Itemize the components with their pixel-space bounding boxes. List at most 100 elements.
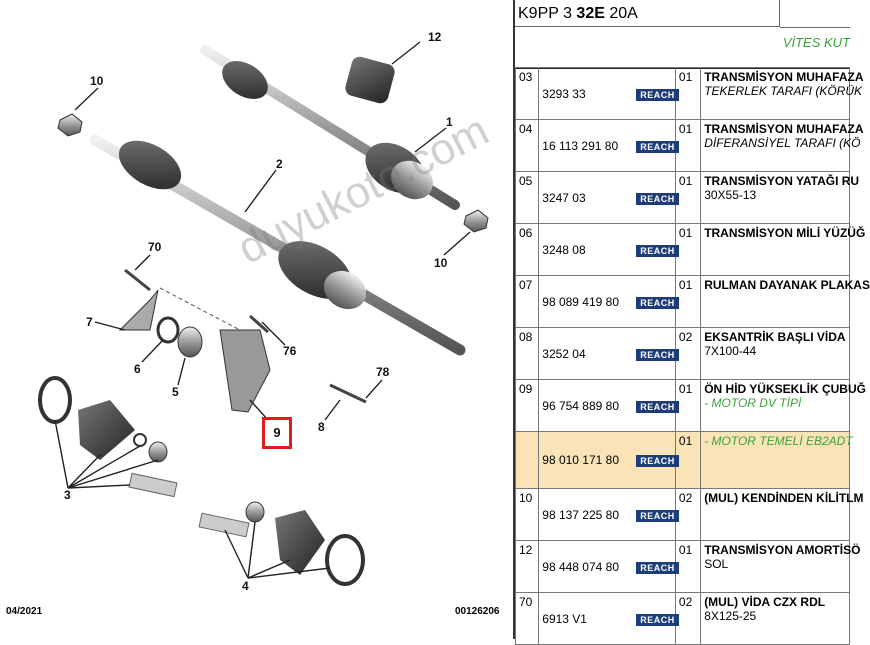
part-reference-cell[interactable]: 98 010 171 80 REACH <box>538 431 679 489</box>
reach-badge: REACH <box>636 140 679 153</box>
title-part-b: 32E <box>576 5 605 22</box>
row-number: 06 <box>514 223 540 276</box>
part-name: TRANSMİSYON MUHAFAZA <box>704 70 864 84</box>
part-reference[interactable]: 98 448 074 80 <box>542 559 620 574</box>
reach-badge: REACH <box>636 192 679 205</box>
reach-badge: REACH <box>636 296 679 309</box>
part-reference-cell[interactable]: 3293 33 REACH <box>538 67 679 120</box>
part-name: (MUL) VİDA CZX RDL <box>704 595 826 609</box>
title-empty-cell <box>780 0 850 28</box>
reach-badge: REACH <box>636 88 679 101</box>
callout-3: 3 <box>64 488 71 502</box>
row-number: 12 <box>514 540 540 593</box>
callout-4: 4 <box>242 579 249 593</box>
part-detail: DİFERANSİYEL TARAFI (KÖ <box>704 136 861 150</box>
row-number: 09 <box>514 379 540 432</box>
callout-10-right: 10 <box>434 256 448 270</box>
panel-divider <box>513 0 515 639</box>
part-name: TRANSMİSYON YATAĞI RU <box>704 174 860 188</box>
part-reference-cell[interactable]: 16 113 291 80 REACH <box>538 119 679 172</box>
callout-70: 70 <box>148 240 162 254</box>
callout-12: 12 <box>428 30 442 44</box>
part-reference-cell[interactable]: 98 089 419 80 REACH <box>538 275 679 328</box>
callout-1: 1 <box>446 115 453 129</box>
row-number: 05 <box>514 171 540 224</box>
quantity: 01 <box>674 540 702 593</box>
row-number: 10 <box>514 488 540 541</box>
description-cell: (MUL) KENDİNDEN KİLİTLM <box>700 488 864 541</box>
part-reference[interactable]: 98 137 225 80 <box>542 507 620 522</box>
part-reference-cell[interactable]: 3248 08 REACH <box>538 223 679 276</box>
part-reference-cell[interactable]: 3247 03 REACH <box>538 171 679 224</box>
part-reference[interactable]: 96 754 889 80 <box>542 398 620 413</box>
section-header: VİTES KUT <box>515 27 850 69</box>
part-name: EKSANTRİK BAŞLI VİDA <box>704 330 846 344</box>
callout-9-highlighted[interactable]: 9 <box>262 417 292 449</box>
quantity: 02 <box>674 327 702 380</box>
part-detail: TEKERLEK TARAFI (KÖRÜK <box>704 84 862 98</box>
part-reference[interactable]: 6913 V1 <box>542 611 587 626</box>
part-name: TRANSMİSYON MİLİ YÜZÜĞ <box>704 226 866 240</box>
reach-badge: REACH <box>636 244 679 257</box>
reach-badge: REACH <box>636 561 679 574</box>
row-number: 07 <box>514 275 540 328</box>
description-cell: RULMAN DAYANAK PLAKAS <box>700 275 870 328</box>
parts-diagram: 12 10 1 2 70 10 7 6 76 5 78 9 8 3 4 04/2… <box>6 30 500 617</box>
row-number: 70 <box>514 592 540 645</box>
drive-shaft-1 <box>200 45 460 210</box>
callout-5: 5 <box>172 385 179 399</box>
part-reference-cell[interactable]: 98 137 225 80 REACH <box>538 488 679 541</box>
diagram-code: 00126206 <box>455 606 500 617</box>
part-detail: 8X125-25 <box>704 609 757 623</box>
part-reference[interactable]: 3252 04 <box>542 346 586 361</box>
part-reference-cell[interactable]: 98 448 074 80 REACH <box>538 540 679 593</box>
quantity: 01 <box>674 275 702 328</box>
damper-12 <box>345 56 395 104</box>
description-cell: TRANSMİSYON MİLİ YÜZÜĞ <box>700 223 866 276</box>
diagram-date: 04/2021 <box>6 606 43 617</box>
description-cell: ÖN HİD YÜKSEKLİK ÇUBUĞ- MOTOR DV TİPİ <box>700 379 866 432</box>
part-reference-cell[interactable]: 3252 04 REACH <box>538 327 679 380</box>
callout-8: 8 <box>318 420 325 434</box>
reach-badge: REACH <box>636 348 679 361</box>
callout-78: 78 <box>376 365 390 379</box>
part-reference[interactable]: 98 089 419 80 <box>542 294 620 309</box>
part-reference-cell[interactable]: 96 754 889 80 REACH <box>538 379 679 432</box>
boot-kit-3 <box>38 376 178 498</box>
callout-76: 76 <box>283 344 297 358</box>
reach-badge: REACH <box>636 455 679 467</box>
part-reference[interactable]: 3247 03 <box>542 190 586 205</box>
reach-badge: REACH <box>636 400 679 413</box>
part-reference[interactable]: 98 010 171 80 <box>542 453 620 467</box>
part-detail: 7X100-44 <box>704 344 757 358</box>
ring-6 <box>156 316 180 344</box>
reach-badge: REACH <box>636 509 679 522</box>
leader-lines <box>54 41 471 579</box>
part-reference[interactable]: 3248 08 <box>542 242 586 257</box>
part-detail: - MOTOR TEMELİ EB2ADT <box>704 434 853 448</box>
drive-shaft-2 <box>89 134 466 356</box>
quantity: 01 <box>674 67 702 120</box>
part-reference[interactable]: 3293 33 <box>542 86 586 101</box>
part-reference[interactable]: 16 113 291 80 <box>542 138 619 153</box>
quantity: 01 <box>674 223 702 276</box>
